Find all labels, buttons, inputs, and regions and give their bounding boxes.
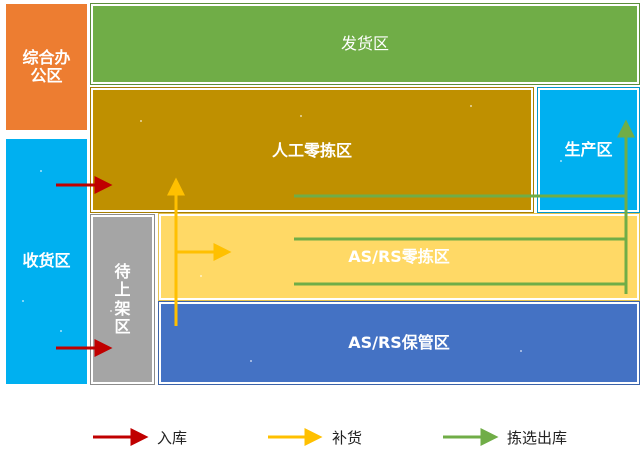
receiving-zone-label: 收货区 — [22, 251, 71, 271]
production-zone-label: 生产区 — [564, 139, 613, 159]
asrs-storage-zone: AS/RS保管区 — [158, 301, 640, 385]
texture-dot — [110, 310, 112, 312]
asrs-picking-zone: AS/RS零拣区 — [158, 213, 640, 301]
manual-picking-zone-label: 人工零拣区 — [271, 141, 352, 160]
texture-dot — [40, 170, 42, 172]
texture-dot — [22, 300, 24, 302]
admin-zone-label: 综合办公区 — [22, 47, 71, 85]
asrs-storage-zone-label: AS/RS保管区 — [348, 332, 450, 352]
legend-inbound-label: 入库 — [157, 429, 188, 447]
legend-picking-label: 拣选出库 — [507, 429, 568, 447]
texture-dot — [470, 105, 472, 107]
texture-dot — [140, 120, 142, 122]
shipping-zone: 发货区 — [90, 3, 640, 85]
texture-dot — [520, 350, 522, 352]
texture-dot — [560, 160, 562, 162]
staging-zone: 待上架区 — [90, 214, 155, 385]
production-zone: 生产区 — [537, 87, 640, 213]
shipping-zone-label: 发货区 — [340, 33, 389, 53]
texture-dot — [300, 115, 302, 117]
asrs-picking-zone-label: AS/RS零拣区 — [348, 246, 450, 266]
admin-zone: 综合办公区 — [6, 4, 87, 130]
staging-zone-label: 待上架区 — [114, 261, 131, 336]
receiving-zone: 收货区 — [6, 139, 87, 384]
texture-dot — [200, 275, 202, 277]
manual-picking-zone: 人工零拣区 — [90, 87, 534, 213]
texture-dot — [60, 330, 62, 332]
texture-dot — [250, 360, 252, 362]
legend-replenish-label: 补货 — [332, 429, 363, 447]
